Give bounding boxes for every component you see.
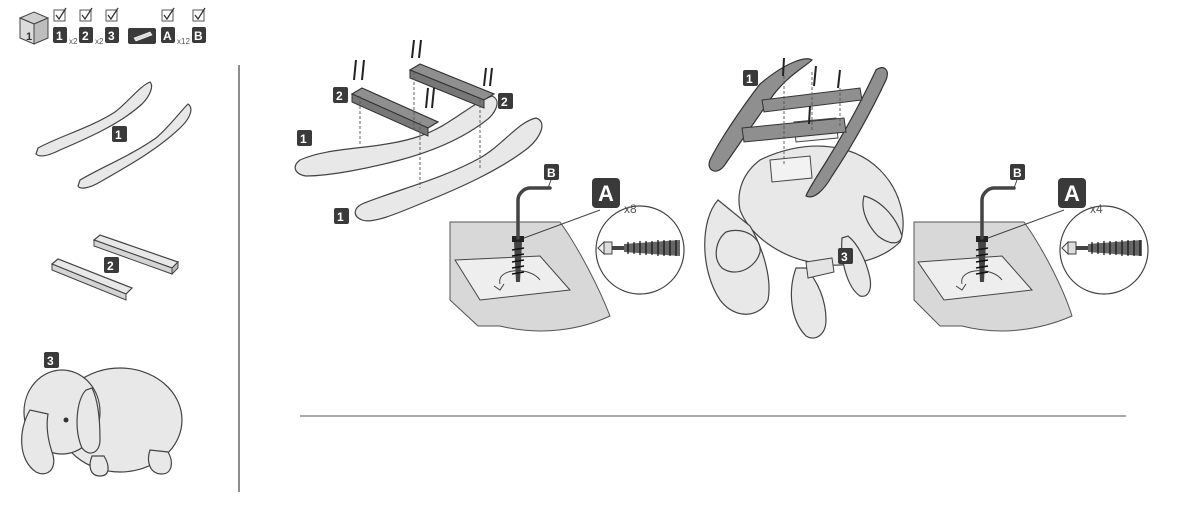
step1-tool-label: B [547,166,556,180]
inventory-label-a: A [163,29,172,43]
step2-detail-view: B [913,164,1073,332]
step2-frame-label: 1 [746,72,753,86]
step2-tool-label: B [1013,166,1022,180]
step1-assembly: 2 2 1 1 B [294,39,685,332]
step1-rocker-label-bottom: 1 [337,210,344,224]
step1-rocker-label-top: 1 [300,132,307,146]
inventory-item-a: A x12 [161,7,190,46]
inventory-item-1: 1 x2 [53,7,78,46]
inventory-label-2: 2 [82,29,89,43]
step1-screw-label: A [598,181,614,206]
part-rockers-illustration: 1 [35,81,192,189]
screw-icon [782,57,841,125]
part-label-elephant: 3 [47,354,54,368]
step2-screw-label: A [1064,181,1080,206]
parts-inventory-header: 1 1 x2 2 x2 3 [18,7,206,46]
step1-screw-callout: A x8 [592,178,685,295]
step2-screw-qty: x4 [1090,202,1103,216]
step2-toy-label: 3 [841,250,848,264]
inventory-label-1: 1 [56,29,63,43]
inventory-qty-a: x12 [177,37,190,46]
step1-screw-qty: x8 [624,202,637,216]
inventory-label-3: 3 [108,29,115,43]
step1-bar-label-right: 2 [501,95,508,109]
inventory-item-2: 2 x2 [79,7,104,46]
checkbox-icon [79,9,92,22]
screw-pack-icon [128,28,156,44]
part-label-rocker: 1 [115,128,122,142]
box-count: 1 [26,31,32,43]
step1-detail-view: B [449,164,611,332]
step2-assembly: 1 3 B A x4 [704,57,1149,339]
inventory-item-3: 3 [105,7,119,43]
part-elephant-illustration: 3 [21,352,183,477]
checkbox-icon [53,9,66,22]
part-bars-illustration: 2 [50,234,180,301]
checkbox-icon [105,9,118,22]
step2-screw-callout: A x4 [1058,178,1149,295]
checkbox-icon [161,9,174,22]
inventory-qty-1: x2 [69,37,78,46]
part-label-bars: 2 [107,259,114,273]
inventory-qty-2: x2 [95,37,104,46]
screw-icon [353,39,493,109]
inventory-label-b: B [194,29,203,43]
checkbox-icon [192,9,205,22]
box-icon: 1 [18,11,50,45]
step1-bar-label-left: 2 [336,89,343,103]
inventory-item-b: B [192,7,206,43]
